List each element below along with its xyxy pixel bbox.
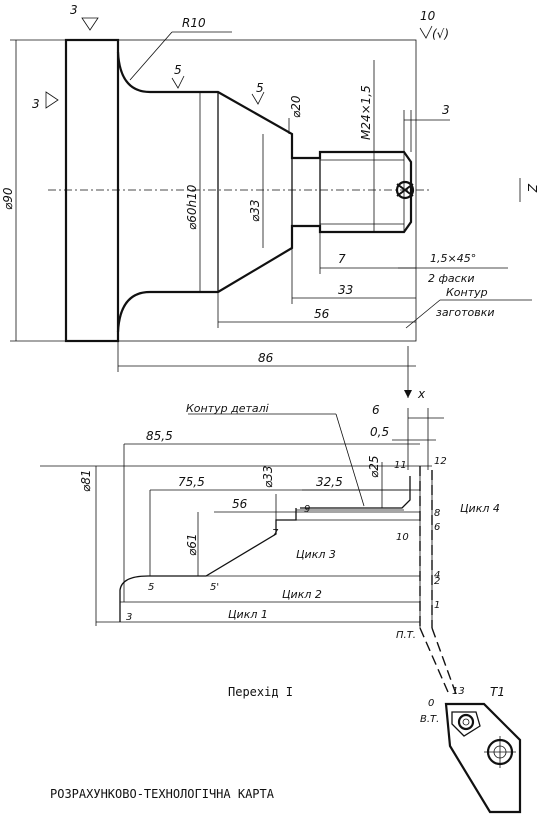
cycle-4-label: Цикл 4 [460, 502, 500, 515]
dim-chamfer-len: 3 [442, 103, 450, 117]
axis-z-label: Z [525, 183, 539, 193]
dim-d20: ⌀20 [289, 95, 303, 118]
cycle-2-label: Цикл 2 [282, 588, 322, 601]
dim-d60h10: ⌀60h10 [185, 184, 199, 230]
point-2: 2 [434, 576, 440, 587]
axis-x-label: x [417, 387, 426, 401]
plan-dim-85-5: 85,5 [146, 429, 173, 443]
point-0: 0 [428, 698, 434, 709]
tool-point-label: В.Т. [420, 714, 439, 725]
plan-dim-56: 56 [232, 497, 248, 511]
cycle-3-label: Цикл 3 [296, 548, 336, 561]
fillet-radius: R10 [182, 16, 206, 30]
roughness-left-face: 3 [32, 97, 40, 111]
point-7: 7 [272, 528, 279, 539]
chamfer-size: 1,5×45° [430, 252, 476, 265]
point-4: 4 [434, 570, 440, 581]
plan-dim-d81: ⌀81 [79, 470, 93, 493]
dim-d33: ⌀33 [248, 200, 262, 223]
plan-dim-d61: ⌀61 [185, 534, 199, 557]
cycle-1-label: Цикл 1 [228, 608, 268, 621]
roughness-fillet: 5 [174, 63, 182, 77]
detail-contour-label: Контур деталі [186, 402, 269, 415]
point-5: 5 [148, 582, 154, 593]
part-profile [116, 51, 413, 333]
blank-contour-label-1: Контур [446, 286, 488, 299]
roughness-general-suffix: (√) [432, 27, 449, 41]
plan-dim-0-5: 0,5 [370, 425, 389, 439]
plan-dim-d25: ⌀25 [367, 456, 381, 479]
point-9: 9 [304, 504, 310, 515]
plan-dim-6: 6 [372, 403, 380, 417]
point-3: 3 [126, 612, 132, 623]
blank-contour-label-2: заготовки [436, 306, 495, 319]
plan-dim-d33: ⌀33 [261, 466, 275, 489]
start-point-label: П.Т. [396, 630, 416, 641]
dim-7: 7 [338, 252, 346, 266]
tool-label: Т1 [490, 685, 505, 699]
point-1: 1 [434, 600, 440, 611]
dim-33: 33 [338, 283, 353, 297]
point-12: 12 [434, 456, 447, 467]
plan-dim-32-5: 32,5 [316, 475, 343, 489]
chamfer-count: 2 фаски [428, 272, 474, 285]
dim-56: 56 [314, 307, 330, 321]
part-drawing: 3 3 5 5 10 (√) R10 ⌀90 ⌀60h10 ⌀33 ⌀20 M2… [1, 3, 539, 372]
flange [64, 38, 120, 343]
plan-dim-75-5: 75,5 [178, 475, 205, 489]
roughness-general: 10 [420, 9, 436, 23]
cutting-tool [444, 702, 522, 814]
point-6: 6 [434, 522, 440, 533]
roughness-top-face: 3 [70, 3, 78, 17]
point-8: 8 [434, 508, 440, 519]
card-title: РОЗРАХУНКОВО-ТЕХНОЛОГІЧНА КАРТА [50, 787, 275, 801]
transition-caption: Перехід I [228, 685, 293, 699]
point-5-prime: 5' [210, 582, 219, 593]
dim-thread: M24×1,5 [359, 85, 373, 140]
toolpath-plan: x [40, 346, 522, 814]
point-10: 10 [396, 532, 409, 543]
roughness-cone: 5 [256, 81, 264, 95]
point-11: 11 [394, 460, 407, 471]
dim-86: 86 [258, 351, 274, 365]
point-13: 13 [452, 686, 465, 697]
dim-d90: ⌀90 [1, 187, 15, 210]
